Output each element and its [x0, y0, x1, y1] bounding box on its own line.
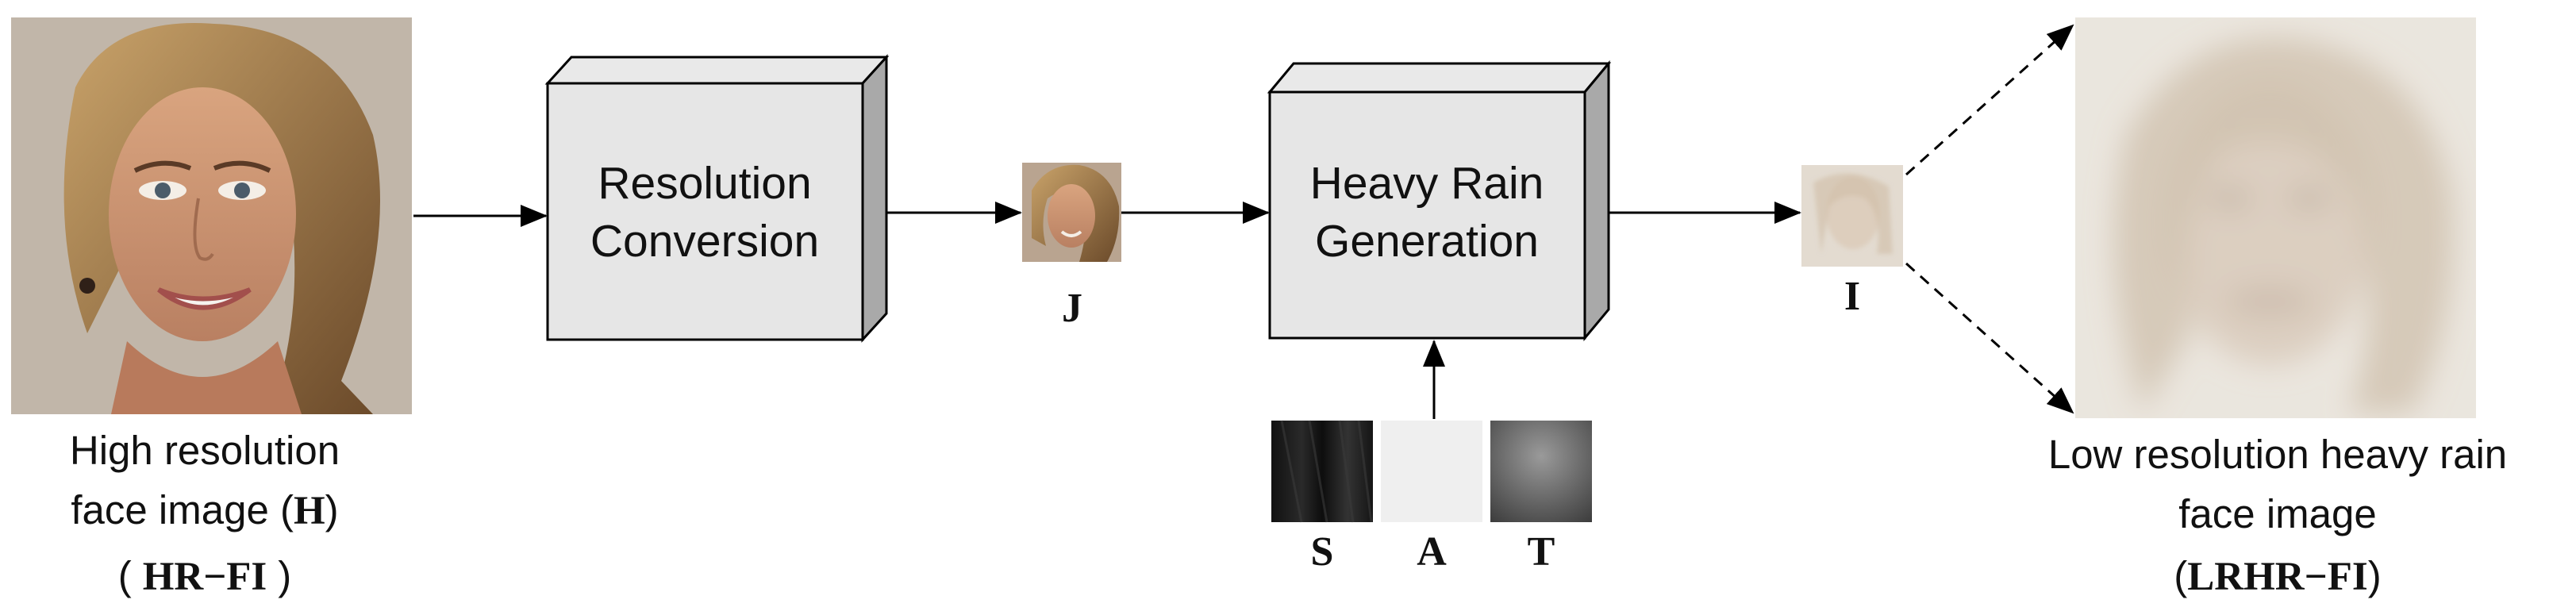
i-label: I: [1844, 274, 1860, 319]
transmission-map-t: [1490, 421, 1592, 522]
dashed-arrow-upper: [1905, 24, 2074, 176]
hr-caption-line2: face image (H): [71, 487, 338, 533]
resolution-block-line2: Conversion: [590, 216, 819, 267]
atmospheric-light-map-a: [1381, 421, 1482, 522]
rain-streak-map-s: [1271, 420, 1373, 523]
heavy-rain-generation-block: Heavy Rain Generation: [1267, 60, 1612, 342]
output-caption-line1: Low resolution heavy rain: [2048, 432, 2507, 477]
hr-caption-line1: High resolution: [70, 428, 340, 473]
label-s: S: [1311, 529, 1334, 575]
dashed-arrow-lower: [1905, 262, 2074, 414]
output-caption-line2: face image: [2178, 491, 2376, 536]
hr-face-image: [11, 17, 412, 414]
j-face-image: [1022, 163, 1121, 262]
label-a: A: [1417, 529, 1447, 575]
rain-block-line2: Generation: [1315, 216, 1539, 267]
output-caption-line3: (LRHR−FI): [2174, 553, 2381, 599]
j-label: J: [1062, 286, 1082, 331]
lrhr-output-image: [2075, 17, 2476, 418]
resolution-conversion-block: Resolution Conversion: [544, 54, 890, 343]
hr-caption-line3: (HR−FI): [118, 553, 292, 599]
i-rainy-image: [1801, 165, 1903, 267]
rain-block-line1: Heavy Rain: [1310, 158, 1544, 209]
label-t: T: [1528, 529, 1555, 575]
resolution-block-line1: Resolution: [598, 158, 811, 209]
